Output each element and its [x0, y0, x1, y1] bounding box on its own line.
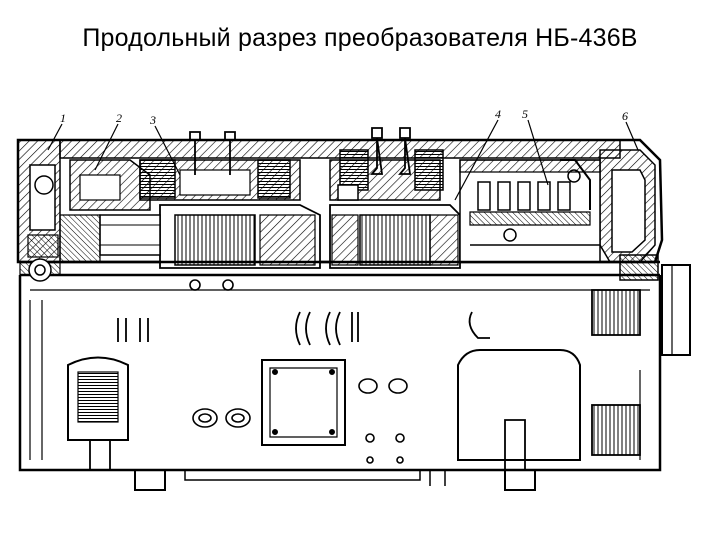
left-machine-section: [59, 159, 321, 269]
lower-frame: [18, 275, 662, 491]
callout-6: 6: [622, 109, 628, 123]
left-terminal-box: [67, 356, 129, 471]
cable-glands: [117, 311, 490, 346]
page-title: Продольный разрез преобразователя НБ-436…: [82, 24, 638, 52]
top-bolts: [189, 127, 412, 175]
right-terminal-box: [457, 349, 581, 471]
callout-labels: 1 2 3 4 5 6: [60, 107, 628, 127]
callout-1: 1: [60, 111, 66, 125]
inspection-cover: [261, 359, 346, 446]
round-fittings: [189, 279, 408, 464]
callout-4: 4: [495, 107, 501, 121]
shaft: [19, 254, 691, 356]
center-machine-section: [329, 149, 461, 269]
callout-2: 2: [116, 111, 122, 125]
callout-leaders: [47, 119, 639, 201]
ventilation-grille: [591, 289, 641, 456]
callout-3: 3: [149, 113, 156, 127]
callout-5: 5: [522, 107, 528, 121]
commutator-section: [459, 159, 601, 263]
